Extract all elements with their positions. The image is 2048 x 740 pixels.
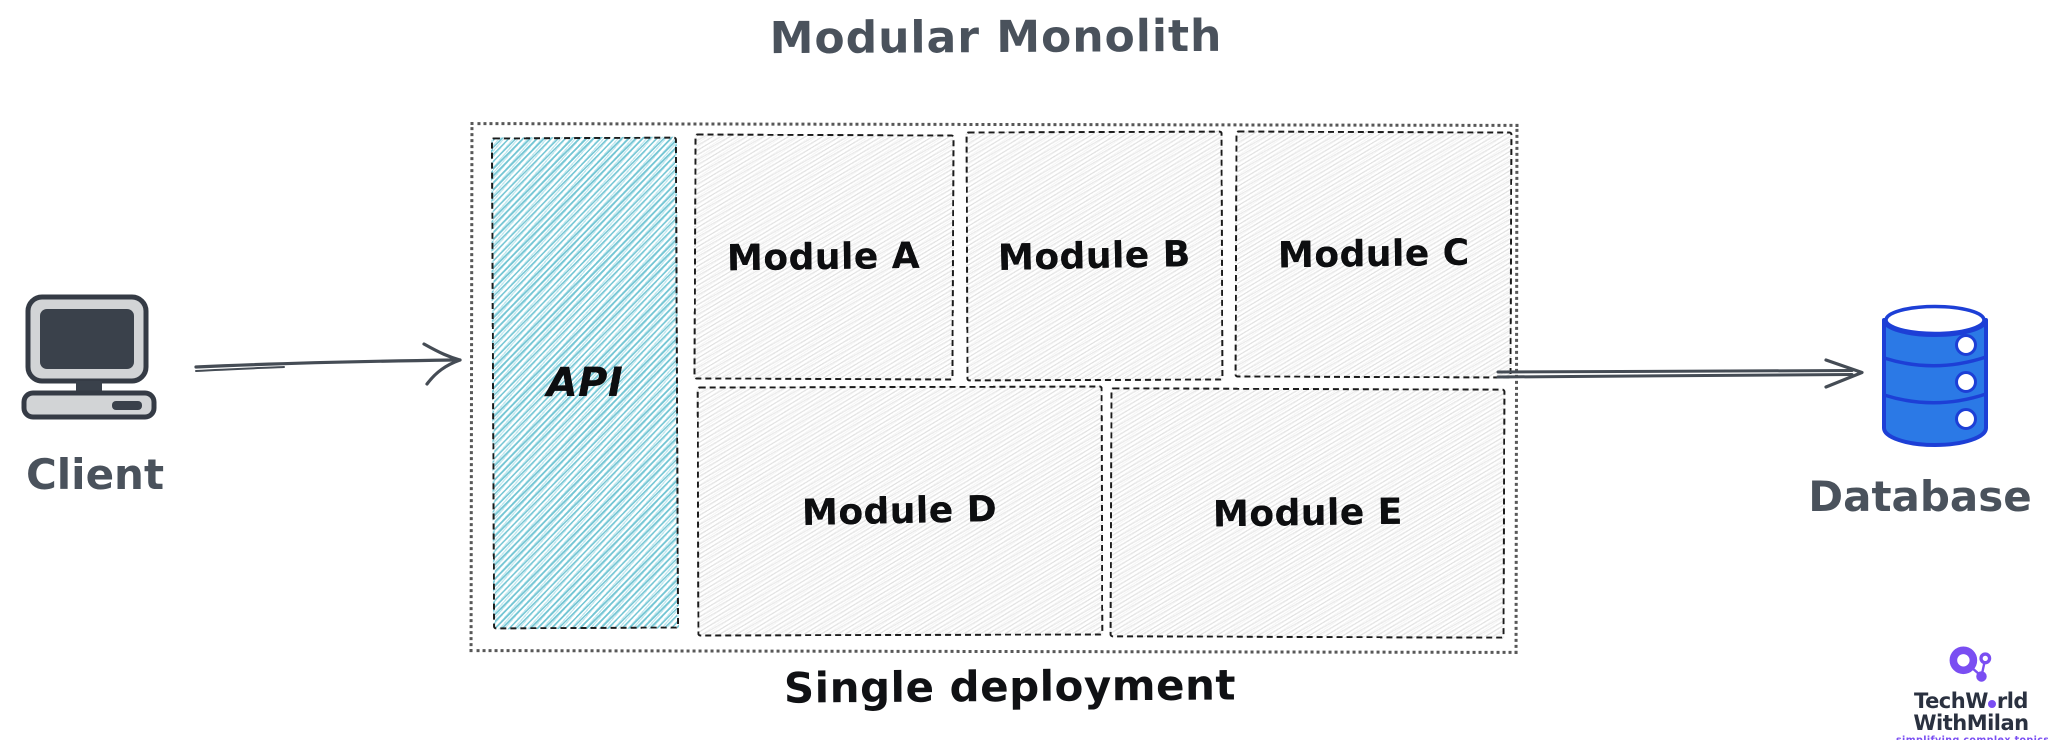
single-deployment-caption: Single deployment <box>783 660 1237 713</box>
module-e-box: Module E <box>1109 387 1506 639</box>
module-a-label: Module A <box>727 235 921 279</box>
module-a-box: Module A <box>693 133 955 381</box>
module-c-box: Module C <box>1234 130 1513 379</box>
api-box: API <box>490 136 680 630</box>
logo-name-line2: WithMilan <box>1913 710 2029 735</box>
logo-o-icon <box>1988 699 1997 708</box>
arrow-monolith-to-database-icon <box>1496 358 1864 389</box>
module-c-label: Module C <box>1277 232 1470 277</box>
diagram-title: Modular Monolith <box>769 10 1223 65</box>
module-e-label: Module E <box>1212 491 1403 535</box>
logo-tagline: simplifying complex topics <box>1896 735 2048 740</box>
database-cylinder-icon <box>1882 304 1988 447</box>
module-d-label: Module D <box>802 488 998 534</box>
database-label: Database <box>1808 472 2032 521</box>
client-label: Client <box>25 450 165 499</box>
molecule-icon <box>1949 646 1992 682</box>
module-b-box: Module B <box>965 130 1224 382</box>
module-b-label: Module B <box>997 233 1192 279</box>
api-label: API <box>546 359 624 407</box>
arrow-client-to-monolith-icon <box>194 342 462 386</box>
computer-icon <box>21 294 157 420</box>
module-d-box: Module D <box>696 385 1104 637</box>
